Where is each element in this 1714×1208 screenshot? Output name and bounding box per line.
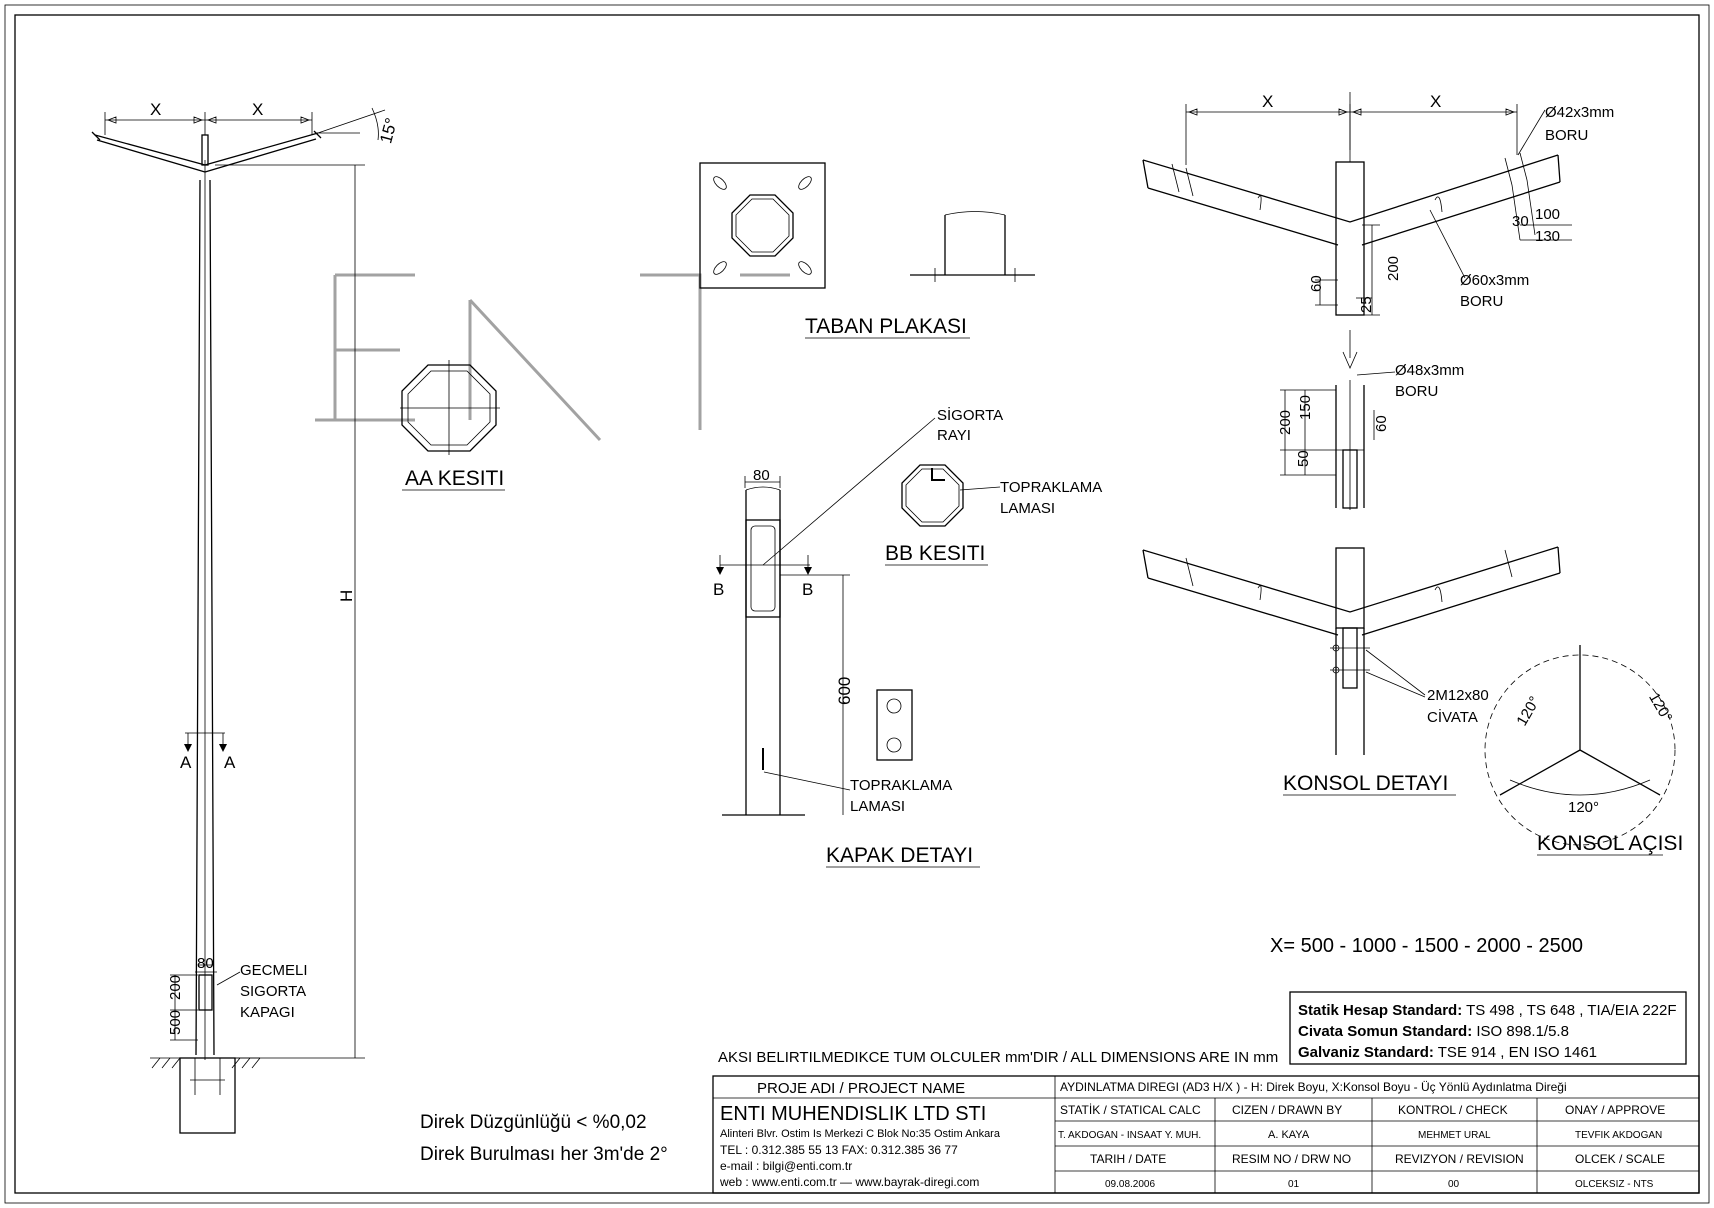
outer-border (4, 4, 1710, 1204)
tarih-label: TARIH / DATE (1090, 1152, 1166, 1166)
burulma-note: Direk Burulması her 3m'de 2° (420, 1144, 668, 1165)
olcek-value: OLCEKSIZ - NTS (1575, 1179, 1654, 1190)
onay-value: TEVFIK AKDOGAN (1575, 1130, 1662, 1141)
base-d80-label: 80 (197, 955, 214, 972)
dimensions-note: AKSI BELIRTILMEDIKCE TUM OLCULER mm'DIR … (718, 1049, 1278, 1066)
konsol-d130-label: 130 (1535, 228, 1560, 245)
company-address: Alinteri Blvr. Ostim Is Merkezi C Blok N… (720, 1128, 1001, 1140)
base-d200-label: 200 (167, 975, 184, 1000)
section-a-right-mark: A (224, 753, 236, 772)
joint-d150-label: 150 (1297, 395, 1314, 420)
title-block: PROJE ADI / PROJECT NAME AYDINLATMA DIRE… (712, 1075, 1700, 1194)
duzgunluk-note: Direk Düzgünlüğü < %0,02 (420, 1112, 647, 1133)
topraklama-kapak-label-1: TOPRAKLAMA (850, 777, 952, 794)
standard-line-3: Galvaniz Standard: TSE 914 , EN ISO 1461 (1298, 1044, 1597, 1061)
project-name-value: AYDINLATMA DIREGI (AD3 H/X ) - H: Direk … (1060, 1080, 1567, 1094)
taban-plakasi-title: TABAN PLAKASI (805, 315, 967, 338)
enti-watermark (315, 273, 790, 442)
konsol-x-right-label: X (1430, 92, 1441, 111)
aa-section: AA KESITI (400, 360, 505, 491)
cizen-label: CIZEN / DRAWN BY (1232, 1103, 1342, 1117)
konsol-angle: 120° 120° 120° KONSOL AÇISI (1484, 645, 1683, 856)
boru42-label-1: Ø42x3mm (1545, 104, 1614, 121)
boru60-label-1: Ø60x3mm (1460, 272, 1529, 289)
standard-line-1: Statik Hesap Standard: TS 498 , TS 648 ,… (1298, 1002, 1677, 1019)
x-values-note: X= 500 - 1000 - 1500 - 2000 - 2500 (1270, 935, 1583, 957)
resim-value: 01 (1288, 1179, 1300, 1190)
gecmeli-label-2: SIGORTA (240, 983, 306, 1000)
joint-d50-label: 50 (1295, 450, 1312, 467)
konsol-x-left-label: X (1262, 92, 1273, 111)
base-plate: TABAN PLAKASI (699, 162, 1035, 339)
statik-label: STATİK / STATICAL CALC (1060, 1103, 1201, 1117)
boru42-label-2: BORU (1545, 127, 1588, 144)
civata-label-1: 2M12x80 (1427, 687, 1489, 704)
topraklama-bb-label-1: TOPRAKLAMA (1000, 479, 1102, 496)
gecmeli-label-3: KAPAGI (240, 1004, 295, 1021)
gecmeli-label-1: GECMELI (240, 962, 308, 979)
sigorta-rayi-label-2: RAYI (937, 427, 971, 444)
olcek-label: OLCEK / SCALE (1575, 1152, 1665, 1166)
konsol-acisi-title: KONSOL AÇISI (1537, 832, 1683, 855)
standard-line-2: Civata Somun Standard: ISO 898.1/5.8 (1298, 1023, 1569, 1040)
angle-15-label: 15° (376, 116, 401, 146)
section-b-right-mark: B (802, 580, 813, 599)
bb-kesiti-title: BB KESITI (885, 542, 985, 565)
company-web: web : www.enti.com.tr — www.bayrak-direg… (719, 1175, 979, 1189)
konsol-d60-label: 60 (1308, 275, 1325, 292)
onay-label: ONAY / APPROVE (1565, 1103, 1665, 1117)
konsol-d100-label: 100 (1535, 206, 1560, 223)
topraklama-kapak-label-2: LAMASI (850, 798, 905, 815)
konsol-d25-label: 25 (1358, 296, 1375, 313)
pole-x-right-label: X (252, 100, 263, 119)
konsol-detail: X X Ø42x3mm BORU 30 100 130 Ø60x3mm BORU… (1142, 92, 1614, 796)
company-tel: TEL : 0.312.385 55 13 FAX: 0.312.385 36 … (720, 1143, 958, 1157)
kapak-detayi-title: KAPAK DETAYI (826, 844, 973, 867)
height-h-label: H (337, 590, 356, 602)
cover-d600-label: 600 (835, 677, 854, 705)
project-name-label: PROJE ADI / PROJECT NAME (757, 1080, 965, 1097)
joint-d60-label: 60 (1373, 415, 1390, 432)
aa-kesiti-title: AA KESITI (405, 467, 504, 490)
sigorta-rayi-label-1: SİGORTA (937, 406, 1003, 424)
tarih-value: 09.08.2006 (1105, 1179, 1155, 1190)
company-name: ENTI MUHENDISLIK LTD STI (720, 1103, 986, 1125)
revizyon-value: 00 (1448, 1179, 1460, 1190)
cover-d80-label: 80 (753, 467, 770, 484)
standards-box: Statik Hesap Standard: TS 498 , TS 648 ,… (1289, 991, 1687, 1065)
angle-120-right-label: 120° (1645, 690, 1675, 725)
angle-120-left-label: 120° (1513, 694, 1543, 729)
pole-x-left-label: X (150, 100, 161, 119)
section-b-left-mark: B (713, 580, 724, 599)
cizen-value: A. KAYA (1268, 1129, 1310, 1141)
konsol-d200-label: 200 (1385, 256, 1402, 281)
section-a-left-mark: A (180, 753, 192, 772)
kontrol-value: MEHMET URAL (1418, 1130, 1491, 1141)
revizyon-label: REVIZYON / REVISION (1395, 1152, 1524, 1166)
boru48-label-2: BORU (1395, 383, 1438, 400)
boru60-label-2: BORU (1460, 293, 1503, 310)
base-d500-label: 500 (167, 1010, 184, 1035)
bb-section: TOPRAKLAMA LAMASI BB KESITI (885, 464, 1102, 566)
cover-detail: 80 B B 600 TOPRAKLAMA LAMASI SİGORTA RAY… (713, 406, 1003, 868)
topraklama-bb-label-2: LAMASI (1000, 500, 1055, 517)
joint-d200-label: 200 (1277, 410, 1294, 435)
konsol-d30-label: 30 (1512, 213, 1529, 230)
resim-label: RESIM NO / DRW NO (1232, 1152, 1351, 1166)
company-email: e-mail : bilgi@enti.com.tr (720, 1159, 852, 1173)
konsol-detayi-title: KONSOL DETAYI (1283, 772, 1448, 795)
civata-label-2: CİVATA (1427, 708, 1478, 726)
kontrol-label: KONTROL / CHECK (1398, 1103, 1508, 1117)
boru48-label-1: Ø48x3mm (1395, 362, 1464, 379)
angle-120-bottom-label: 120° (1568, 799, 1599, 816)
statik-value: T. AKDOGAN - INSAAT Y. MUH. (1058, 1130, 1201, 1141)
pole-elevation: X X 15° H A A 80 200 500 GECMELI SIGORTA… (91, 100, 401, 1134)
